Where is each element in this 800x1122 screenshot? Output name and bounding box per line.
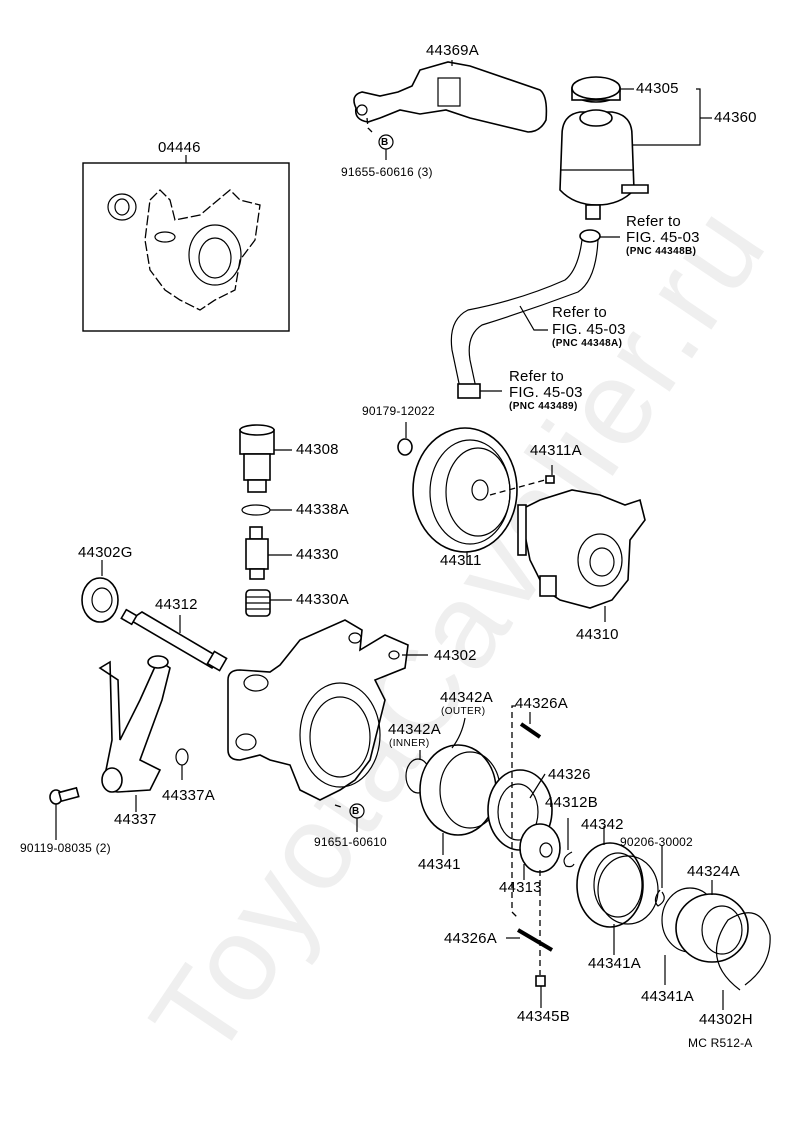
label-shaft[interactable]: 44312 (155, 596, 198, 613)
label-outer-ring[interactable]: 44342A (440, 689, 493, 706)
ref-1-line2: FIG. 45-03 (626, 229, 700, 246)
rear-housing-drawing[interactable] (675, 893, 749, 963)
label-plate-ring-1[interactable]: 44341A (588, 955, 641, 972)
ref-2-line2: FIG. 45-03 (552, 321, 626, 338)
kit-drawing (107, 189, 261, 311)
housing-drawing[interactable] (227, 619, 409, 801)
union-ring-drawing[interactable] (175, 748, 189, 766)
pin-bottom-drawing[interactable] (516, 928, 554, 952)
label-union[interactable]: 44337 (114, 811, 157, 828)
label-union-bolt[interactable]: 90119-08035 (2) (20, 841, 111, 855)
key-drawing[interactable] (545, 475, 555, 484)
gasket-drawing[interactable] (654, 889, 665, 907)
label-flow-valve[interactable]: 44330 (296, 546, 339, 563)
bolt-marker-label-top: B (381, 137, 389, 148)
label-valve-plug[interactable]: 44308 (296, 441, 339, 458)
ref-1-line1: Refer to (626, 213, 681, 230)
o-ring-drawing[interactable] (241, 504, 271, 516)
label-snap-ring[interactable]: 44312B (545, 794, 598, 811)
flow-valve-drawing[interactable] (245, 526, 269, 580)
label-kit[interactable]: 04446 (158, 139, 201, 156)
ref-1-line3: (PNC 44348B) (626, 246, 697, 257)
plate-ring-1-drawing[interactable] (597, 855, 659, 925)
clip-drawing[interactable] (715, 912, 771, 991)
vane-drawing[interactable] (535, 975, 546, 987)
label-pin-bottom[interactable]: 44326A (444, 930, 497, 947)
label-pulley[interactable]: 44311 (440, 552, 482, 569)
spring-drawing[interactable] (245, 589, 271, 617)
label-cam-ring[interactable]: 44326 (548, 766, 591, 783)
label-outer-ring-note: (OUTER) (441, 706, 486, 717)
ref-2-line1: Refer to (552, 304, 607, 321)
label-plate-ring-2[interactable]: 44341A (641, 988, 694, 1005)
bolt-marker-label-bottom: B (352, 806, 360, 817)
ref-2-line3: (PNC 44348A) (552, 338, 623, 349)
label-nut[interactable]: 90179-12022 (362, 404, 435, 418)
label-key[interactable]: 44311A (530, 442, 582, 459)
pin-top-drawing[interactable] (519, 722, 542, 739)
label-rotor[interactable]: 44313 (499, 879, 542, 896)
shaft-drawing[interactable] (120, 608, 228, 672)
reservoir-drawing[interactable] (559, 76, 649, 220)
label-inner-ring[interactable]: 44342A (388, 721, 441, 738)
label-pump-assembly[interactable]: 44310 (576, 626, 619, 643)
ref-3-line3: (PNC 443489) (509, 401, 578, 412)
label-housing[interactable]: 44302 (434, 647, 477, 664)
label-rear-housing[interactable]: 44324A (687, 863, 740, 880)
kit-box (82, 162, 290, 332)
label-bracket-bolt[interactable]: 91655-60616 (3) (341, 165, 433, 179)
label-pin-top[interactable]: 44326A (515, 695, 568, 712)
snap-ring-drawing[interactable] (563, 851, 575, 868)
label-clip[interactable]: 44302H (699, 1011, 753, 1028)
valve-plug-drawing[interactable] (239, 424, 275, 493)
nut-drawing[interactable] (397, 438, 413, 456)
pulley-drawing[interactable] (412, 427, 518, 553)
front-plate-drawing[interactable] (419, 744, 501, 836)
label-bracket[interactable]: 44369A (426, 42, 479, 59)
label-union-ring[interactable]: 44337A (162, 787, 215, 804)
label-reservoir[interactable]: 44360 (714, 109, 757, 126)
label-housing-bolt[interactable]: 91651-60610 (314, 835, 387, 849)
bracket-drawing[interactable] (353, 60, 548, 133)
label-gasket[interactable]: 90206-30002 (620, 835, 693, 849)
label-vane[interactable]: 44345B (517, 1008, 570, 1025)
label-front-plate[interactable]: 44341 (418, 856, 461, 873)
label-rear-plate[interactable]: 44342 (581, 816, 624, 833)
label-inner-ring-note: (INNER) (389, 738, 430, 749)
label-spring[interactable]: 44330A (296, 591, 349, 608)
oil-seal-drawing[interactable] (81, 577, 119, 623)
hose-drawing (450, 229, 601, 399)
label-o-ring[interactable]: 44338A (296, 501, 349, 518)
label-oil-seal[interactable]: 44302G (78, 544, 133, 561)
pump-assembly-drawing[interactable] (517, 489, 646, 609)
rear-plate-drawing[interactable] (576, 842, 644, 928)
rotor-drawing[interactable] (519, 823, 561, 873)
diagram-code: MC R512-A (688, 1036, 753, 1050)
ref-3-line2: FIG. 45-03 (509, 384, 583, 401)
union-bolt-drawing[interactable] (49, 786, 80, 805)
ref-3-line1: Refer to (509, 368, 564, 385)
label-cap[interactable]: 44305 (636, 80, 679, 97)
union-drawing[interactable] (98, 655, 171, 793)
